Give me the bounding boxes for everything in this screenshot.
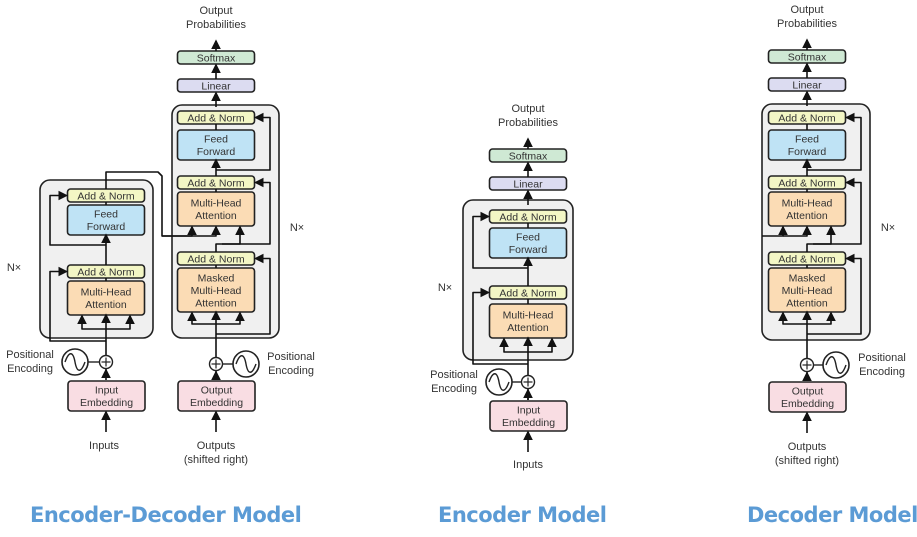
enc-enc-residual2 (472, 211, 528, 269)
dec-ff-label: Feed (795, 134, 819, 146)
enc-enc-mha-label: Multi-Head (503, 310, 554, 322)
ed-enc-addnorm1-label: Add & Norm (77, 266, 134, 278)
ed-output-embedding-label: Embedding (190, 397, 243, 409)
enc-enc-residual1 (472, 287, 528, 365)
ed-enc-fork-l (77, 314, 106, 330)
ed-enc-posenc-wave (64, 353, 86, 371)
ed-dec-ff-label: Feed (204, 134, 228, 146)
dec-fork-r (807, 311, 836, 325)
dec-addnorm3-label: Add & Norm (778, 112, 835, 124)
dec-mha-label: Multi-Head (782, 198, 833, 210)
enc-softmax-label: Softmax (509, 150, 548, 162)
ed-output-embedding-label: Output (201, 385, 233, 397)
dec-left-input-m (783, 225, 812, 237)
dec-addnorm1-label: Add & Norm (778, 253, 835, 265)
enc-enc-ff-label: Feed (516, 232, 540, 244)
enc-output-probs-line1: Output (511, 103, 544, 115)
ed-dec-addnorm2-label: Add & Norm (187, 177, 244, 189)
ed-dec-ff-label: Forward (197, 146, 236, 158)
dec-linear-label: Linear (792, 79, 822, 91)
enc-output-probs-line2: Probabilities (498, 117, 558, 129)
dec-mha-label: Attention (786, 210, 828, 222)
dec-output-embedding-label: Output (792, 386, 824, 398)
ed-enc-positional-label: Positional (6, 349, 54, 361)
dec-ff-label: Forward (788, 146, 827, 158)
ed-cross-attention-line2 (162, 225, 221, 237)
enc-positional-label: Positional (430, 369, 478, 381)
dec-shifted-label: (shifted right) (775, 455, 839, 467)
ed-dec-encoding-label: Encoding (268, 365, 314, 377)
enc-inputs-label: Inputs (513, 459, 543, 471)
ed-input-embedding-label: Input (95, 385, 118, 397)
dec-positional-label: Positional (858, 352, 906, 364)
dec-residual1 (807, 253, 862, 335)
dec-masked-mha-label: Multi-Head (782, 285, 833, 297)
enc-enc-ff-label: Forward (509, 244, 548, 256)
dec-output-probs-line1: Output (790, 4, 823, 16)
dec-nx-label: N× (881, 222, 895, 234)
ed-dec-addnorm3-label: Add & Norm (187, 112, 244, 124)
ed-enc-nx-label: N× (7, 262, 21, 274)
ed-outputs-label: Outputs (197, 440, 236, 452)
ed-linear-label: Linear (201, 80, 231, 92)
enc-nx-label: N× (438, 282, 452, 294)
dec-masked-mha-label: Masked (789, 272, 826, 284)
ed-dec-nx-label: N× (290, 222, 304, 234)
dec-addnorm2-label: Add & Norm (778, 177, 835, 189)
ed-dec-fork-r (216, 311, 245, 325)
ed-enc-ff-label: Feed (94, 209, 118, 221)
ed-dec-addnorm1-label: Add & Norm (187, 253, 244, 265)
dec-posenc-wave (825, 356, 847, 374)
ed-dec-mha-label: Attention (195, 210, 237, 222)
ed-enc-mha-label: Attention (85, 299, 127, 311)
dec-output-probs-line2: Probabilities (777, 18, 837, 30)
dec-residual3 (807, 112, 862, 171)
ed-enc-encoding-label: Encoding (7, 363, 53, 375)
dec-residual2 (813, 177, 862, 245)
ed-dec-posenc-wave (235, 355, 257, 373)
dec-output-embedding-label: Embedding (781, 398, 834, 410)
ed-output-probs-line2: Probabilities (186, 19, 246, 31)
enc-encoding-label: Encoding (431, 383, 477, 395)
ed-enc-ff-label: Forward (87, 221, 126, 233)
title-encoder: Encoder Model (438, 503, 607, 527)
ed-shifted-label: (shifted right) (184, 454, 248, 466)
dec-outputs-label: Outputs (788, 441, 827, 453)
enc-input-embedding-label: Embedding (502, 417, 555, 429)
title-decoder: Decoder Model (747, 503, 917, 527)
enc-enc-addnorm1-label: Add & Norm (499, 287, 556, 299)
ed-softmax-label: Softmax (197, 52, 236, 64)
dec-encoding-label: Encoding (859, 366, 905, 378)
ed-inputs-label: Inputs (89, 440, 119, 452)
title-encoder-decoder: Encoder-Decoder Model (30, 503, 302, 527)
ed-dec-residual2 (222, 177, 271, 245)
ed-dec-mha-label: Multi-Head (191, 198, 242, 210)
enc-enc-fork-r (528, 337, 557, 353)
enc-enc-fork-l (499, 337, 528, 353)
ed-output-probs-line1: Output (199, 5, 232, 17)
enc-input-embedding-label: Input (517, 405, 540, 417)
enc-linear-label: Linear (513, 178, 543, 190)
ed-dec-residual3 (216, 112, 271, 171)
ed-enc-addnorm2-label: Add & Norm (77, 190, 134, 202)
ed-enc-mha-label: Multi-Head (81, 287, 132, 299)
ed-enc-fork-r (106, 314, 135, 330)
dec-masked-mha-label: Attention (786, 297, 828, 309)
dec-softmax-label: Softmax (788, 51, 827, 63)
ed-input-embedding-label: Embedding (80, 397, 133, 409)
ed-dec-residual1 (216, 253, 271, 335)
enc-posenc-wave (488, 373, 510, 391)
enc-enc-mha-label: Attention (507, 322, 549, 334)
ed-dec-masked-mha-label: Masked (198, 272, 235, 284)
dec-fork-l (778, 311, 807, 325)
ed-dec-positional-label: Positional (267, 351, 315, 363)
ed-dec-masked-mha-label: Multi-Head (191, 285, 242, 297)
ed-dec-masked-mha-label: Attention (195, 297, 237, 309)
ed-dec-fork-l (187, 311, 216, 325)
ed-enc-residual1 (49, 266, 106, 342)
ed-enc-residual2 (49, 190, 106, 246)
enc-enc-addnorm2-label: Add & Norm (499, 211, 556, 223)
